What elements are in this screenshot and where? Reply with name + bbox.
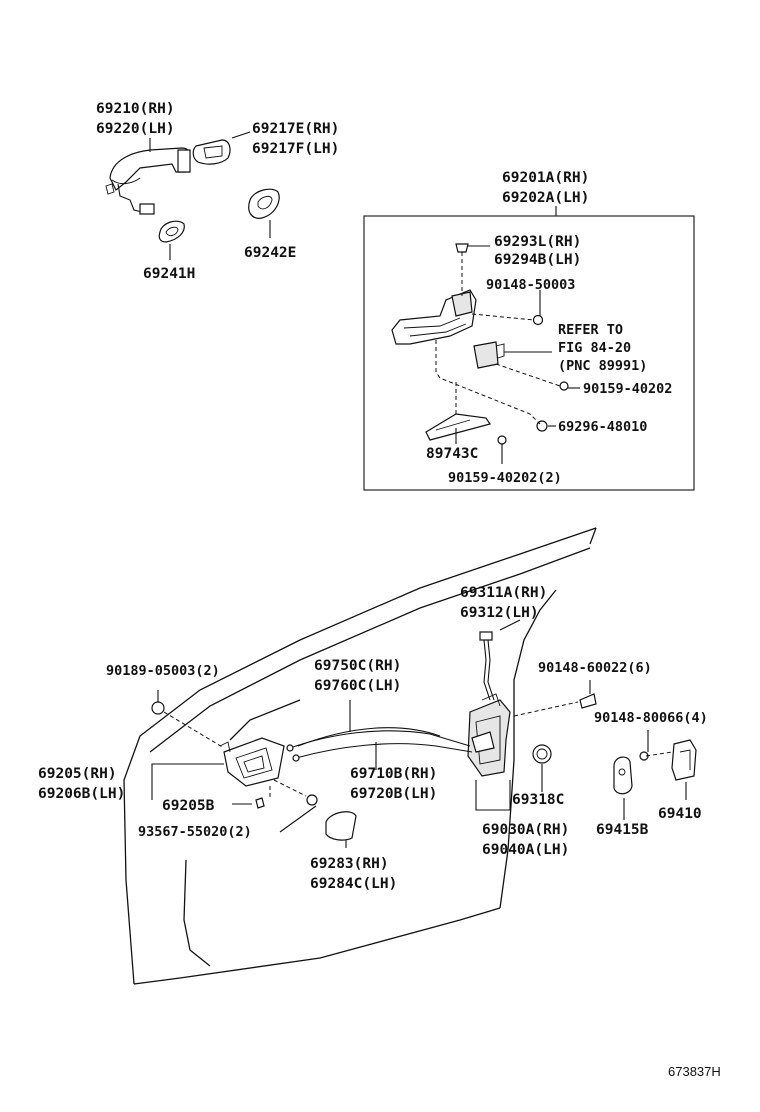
- frame-cap-lh-label: 69294B(LH): [494, 252, 581, 268]
- frame-assembly-box: [363, 215, 695, 491]
- refer-to-line1: REFER TO: [558, 322, 623, 338]
- striker-label: 69410: [658, 806, 702, 822]
- door-lock-rh-label: 69030A(RH): [482, 822, 569, 838]
- frame-assembly-lh-label: 69202A(LH): [502, 190, 589, 206]
- frame-solid-leaders: [455, 245, 580, 464]
- pad-rear-drawing: [248, 188, 280, 219]
- striker-drawing: [671, 739, 697, 781]
- inside-handle-drawing: [219, 737, 285, 787]
- screw-90148-50003-label: 90148-50003: [486, 277, 575, 293]
- lock-rod-leader: [499, 619, 521, 631]
- handle-cover-lh-label: 69217F(LH): [252, 141, 339, 157]
- cable-inner-rh-label: 69710B(RH): [350, 766, 437, 782]
- grommet-label: 69318C: [512, 792, 564, 808]
- frame-cap-rh-label: 69293L(RH): [494, 234, 581, 250]
- outside-handle-rh-label: 69210(RH): [96, 101, 175, 117]
- door-lock-drawing: [467, 693, 511, 777]
- cable-outer-lh-label: 69760C(LH): [314, 678, 401, 694]
- cable-inner-lh-label: 69720B(LH): [350, 786, 437, 802]
- inside-handle-rh-label: 69205(RH): [38, 766, 117, 782]
- handle-cover-drawing: [192, 139, 231, 165]
- frame-fasteners: [497, 314, 569, 445]
- handle-cover-leader: [231, 131, 251, 139]
- bolt-69296-label: 69296-48010: [558, 419, 647, 435]
- screw-90148-60022-label: 90148-60022(6): [538, 660, 652, 676]
- frame-dashed-leaders: [435, 252, 561, 425]
- bezel-drawing: [325, 811, 357, 841]
- lock-rod-drawing: [479, 631, 495, 701]
- frame-assembly-rh-label: 69201A(RH): [502, 170, 589, 186]
- door-lock-leader: [475, 780, 511, 811]
- grommet-drawing: [532, 744, 552, 764]
- frame-drawing: [391, 243, 505, 441]
- inside-handle-leader: [151, 763, 224, 800]
- screw-93567-label: 93567-55020(2): [138, 824, 252, 840]
- screw-90189-label: 90189-05003(2): [106, 663, 220, 679]
- striker-plate-drawing: [613, 756, 633, 795]
- pad-rear-label: 69242E: [244, 245, 296, 261]
- refer-to-line3: (PNC 89991): [558, 358, 647, 374]
- bottom-dashed-leaders: [163, 701, 673, 800]
- cable-outer-rh-label: 69750C(RH): [314, 658, 401, 674]
- reference-code: 673837H: [668, 1064, 721, 1079]
- bracket-89743-label: 89743C: [426, 446, 478, 462]
- handle-cover-rh-label: 69217E(RH): [252, 121, 339, 137]
- pad-front-drawing: [158, 220, 185, 243]
- screw-90159-lower-label: 90159-40202(2): [448, 470, 562, 486]
- screw-90159-upper-label: 90159-40202: [583, 381, 672, 397]
- outside-handle-lh-label: 69220(LH): [96, 121, 175, 137]
- lock-rod-lh-label: 69312(LH): [460, 605, 539, 621]
- door-outline: [123, 527, 597, 985]
- inside-handle-cap-label: 69205B: [162, 798, 215, 814]
- pad-front-label: 69241H: [143, 266, 195, 282]
- screw-90148-80066-label: 90148-80066(4): [594, 710, 708, 726]
- bezel-rh-label: 69283(RH): [310, 856, 389, 872]
- bezel-lh-label: 69284C(LH): [310, 876, 397, 892]
- striker-plate-label: 69415B: [596, 822, 649, 838]
- door-lock-lh-label: 69040A(LH): [482, 842, 569, 858]
- refer-to-line2: FIG 84-20: [558, 340, 631, 356]
- cables-drawing: [286, 727, 473, 762]
- lock-rod-rh-label: 69311A(RH): [460, 585, 547, 601]
- outside-handle-drawing: [105, 147, 191, 215]
- inside-handle-lh-label: 69206B(LH): [38, 786, 125, 802]
